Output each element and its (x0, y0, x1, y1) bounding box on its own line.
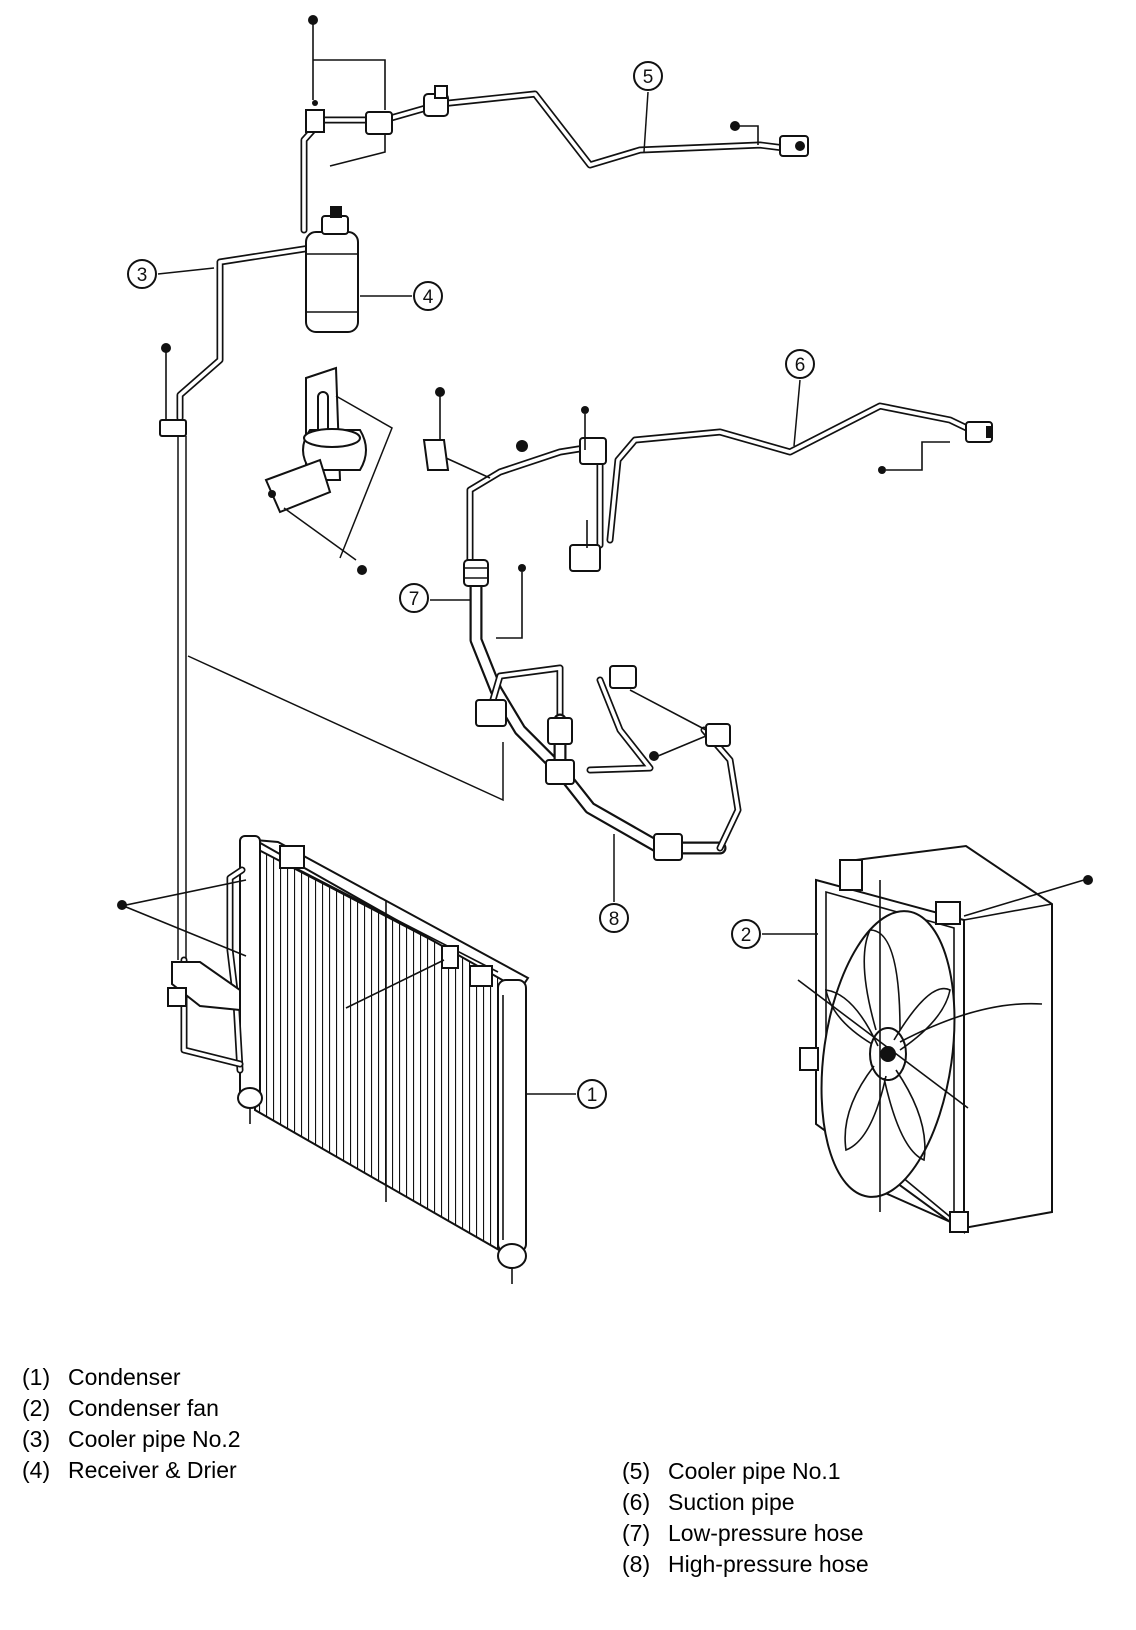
legend-number: (3) (22, 1426, 51, 1452)
svg-text:6: 6 (795, 355, 806, 376)
svg-text:4: 4 (423, 287, 434, 308)
suction-pipe-upper-clamp (579, 406, 607, 465)
legend-number: (8) (622, 1551, 651, 1577)
ac-system-exploded-diagram: 5 3 4 6 7 8 2 1 (117, 15, 1093, 1284)
low-pressure-hose (463, 559, 559, 769)
legend-label: Condenser fan (68, 1395, 219, 1421)
legend-item: (7) Low-pressure hose (622, 1518, 869, 1549)
low-pressure-clamp (496, 564, 526, 639)
condenser (167, 835, 530, 1284)
pipe-no1-joint (423, 85, 449, 117)
cooler-pipe-no1 (380, 85, 809, 169)
legend-number: (6) (622, 1489, 651, 1515)
svg-text:7: 7 (409, 589, 420, 610)
condenser-fan (797, 844, 1053, 1234)
legend-label: Low-pressure hose (668, 1520, 864, 1546)
legend-label: Condenser (68, 1364, 181, 1390)
legend-number: (2) (22, 1395, 51, 1421)
svg-text:3: 3 (137, 265, 148, 286)
legend-number: (4) (22, 1457, 51, 1483)
legend-number: (1) (22, 1364, 51, 1390)
legend-item: (5) Cooler pipe No.1 (622, 1456, 869, 1487)
receiver-top-bolt (308, 15, 393, 167)
legend-number: (7) (622, 1520, 651, 1546)
svg-text:1: 1 (587, 1085, 598, 1106)
svg-text:2: 2 (741, 925, 752, 946)
svg-text:8: 8 (609, 909, 620, 930)
legend-label: Suction pipe (668, 1489, 795, 1515)
callout-7: 7 (399, 583, 470, 613)
legend-item: (1) Condenser (22, 1362, 241, 1393)
receiver-left-bolt (161, 343, 171, 420)
suction-pipe-bracket (422, 387, 491, 479)
callout-5: 5 (633, 61, 663, 153)
suction-pipe (422, 387, 993, 572)
legend-item: (2) Condenser fan (22, 1393, 241, 1424)
callout-4: 4 (360, 281, 443, 311)
callout-3: 3 (127, 259, 215, 289)
suction-pipe-end-fitting (965, 421, 993, 443)
legend-label: Cooler pipe No.1 (668, 1458, 841, 1484)
callout-1: 1 (526, 1079, 607, 1109)
high-pressure-bolt (629, 689, 707, 761)
legend-left: (1) Condenser (2) Condenser fan (3) Cooler … (22, 1362, 241, 1486)
receiver-drier (305, 100, 359, 333)
legend-item: (6) Suction pipe (622, 1487, 869, 1518)
pipe-no1-bolt (730, 121, 759, 145)
svg-text:5: 5 (643, 67, 654, 88)
suction-pipe-bolt (878, 441, 950, 474)
callout-6: 6 (785, 349, 815, 447)
legend-label: High-pressure hose (668, 1551, 869, 1577)
high-pressure-end-fitting (609, 665, 731, 747)
callout-8: 8 (599, 834, 629, 933)
legend-item: (8) High-pressure hose (622, 1549, 869, 1580)
pipe-no2-clamp (159, 419, 187, 437)
legend-label: Cooler pipe No.2 (68, 1426, 241, 1452)
suction-pipe-lower-clamp (569, 520, 601, 572)
legend-number: (5) (622, 1458, 651, 1484)
legend-label: Receiver & Drier (68, 1457, 237, 1483)
pipe-no1-end-fitting (779, 135, 809, 157)
legend-item: (3) Cooler pipe No.2 (22, 1424, 241, 1455)
condenser-bolt (117, 879, 247, 957)
fan-bolt (963, 875, 1093, 917)
legend-right: (5) Cooler pipe No.1 (6) Suction pipe (7) L… (622, 1456, 869, 1580)
high-pressure-hose (475, 664, 742, 861)
receiver-bracket (264, 366, 393, 575)
legend-item: (4) Receiver & Drier (22, 1455, 241, 1486)
callout-2: 2 (731, 919, 818, 949)
